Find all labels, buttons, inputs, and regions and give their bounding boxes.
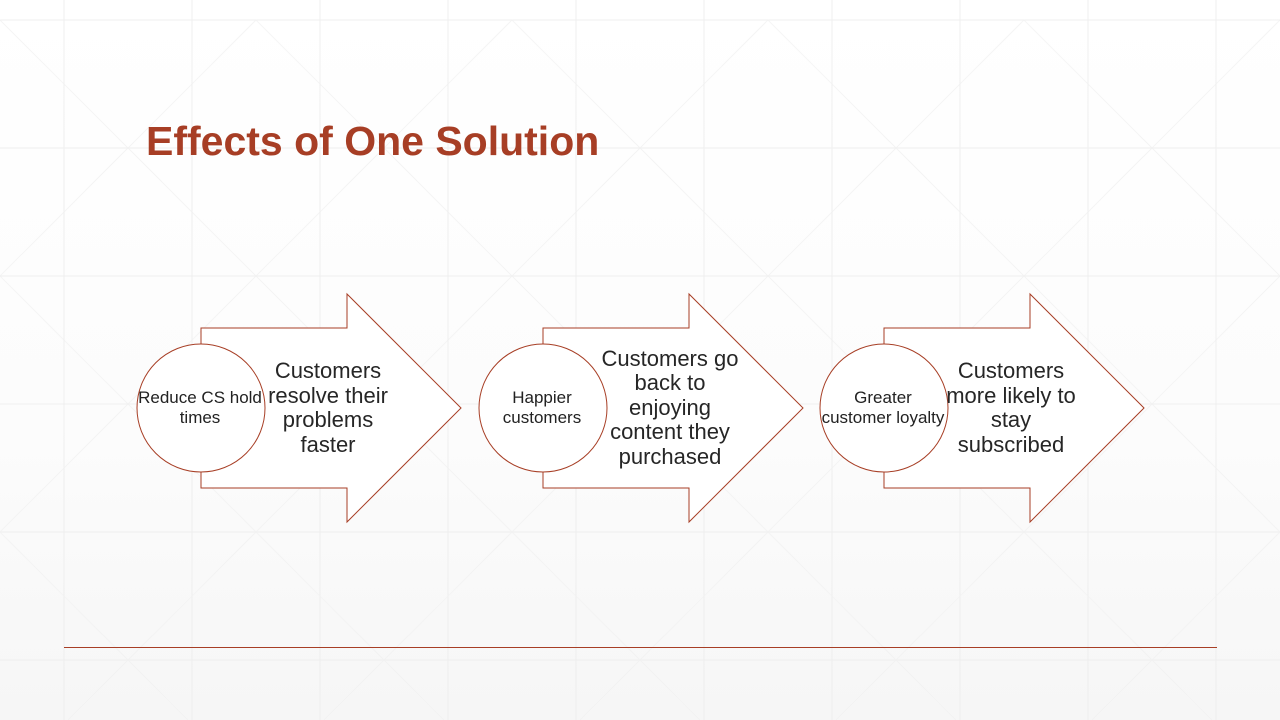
arrow-shape xyxy=(819,292,1145,524)
effect-label: Customers resolve their problems faster xyxy=(268,358,388,457)
cause-label: Reduce CS hold times xyxy=(138,388,262,427)
cause-label: Happier customers xyxy=(502,388,582,427)
effect-label: Customers more likely to stay subscribed xyxy=(946,358,1076,457)
effect-label: Customers go back to enjoying content th… xyxy=(601,345,739,469)
flow-step-1: Reduce CS hold times Customers resolve t… xyxy=(135,292,465,524)
flow-step-3: Greater customer loyalty Customers more … xyxy=(818,292,1148,524)
slide-title: Effects of One Solution xyxy=(146,118,600,164)
arrow-shape xyxy=(136,292,462,524)
arrow-shape xyxy=(478,292,804,524)
flow-step-2: Happier customers Customers go back to e… xyxy=(477,292,807,524)
footer-divider xyxy=(64,647,1217,648)
cause-label: Greater customer loyalty xyxy=(821,388,945,427)
